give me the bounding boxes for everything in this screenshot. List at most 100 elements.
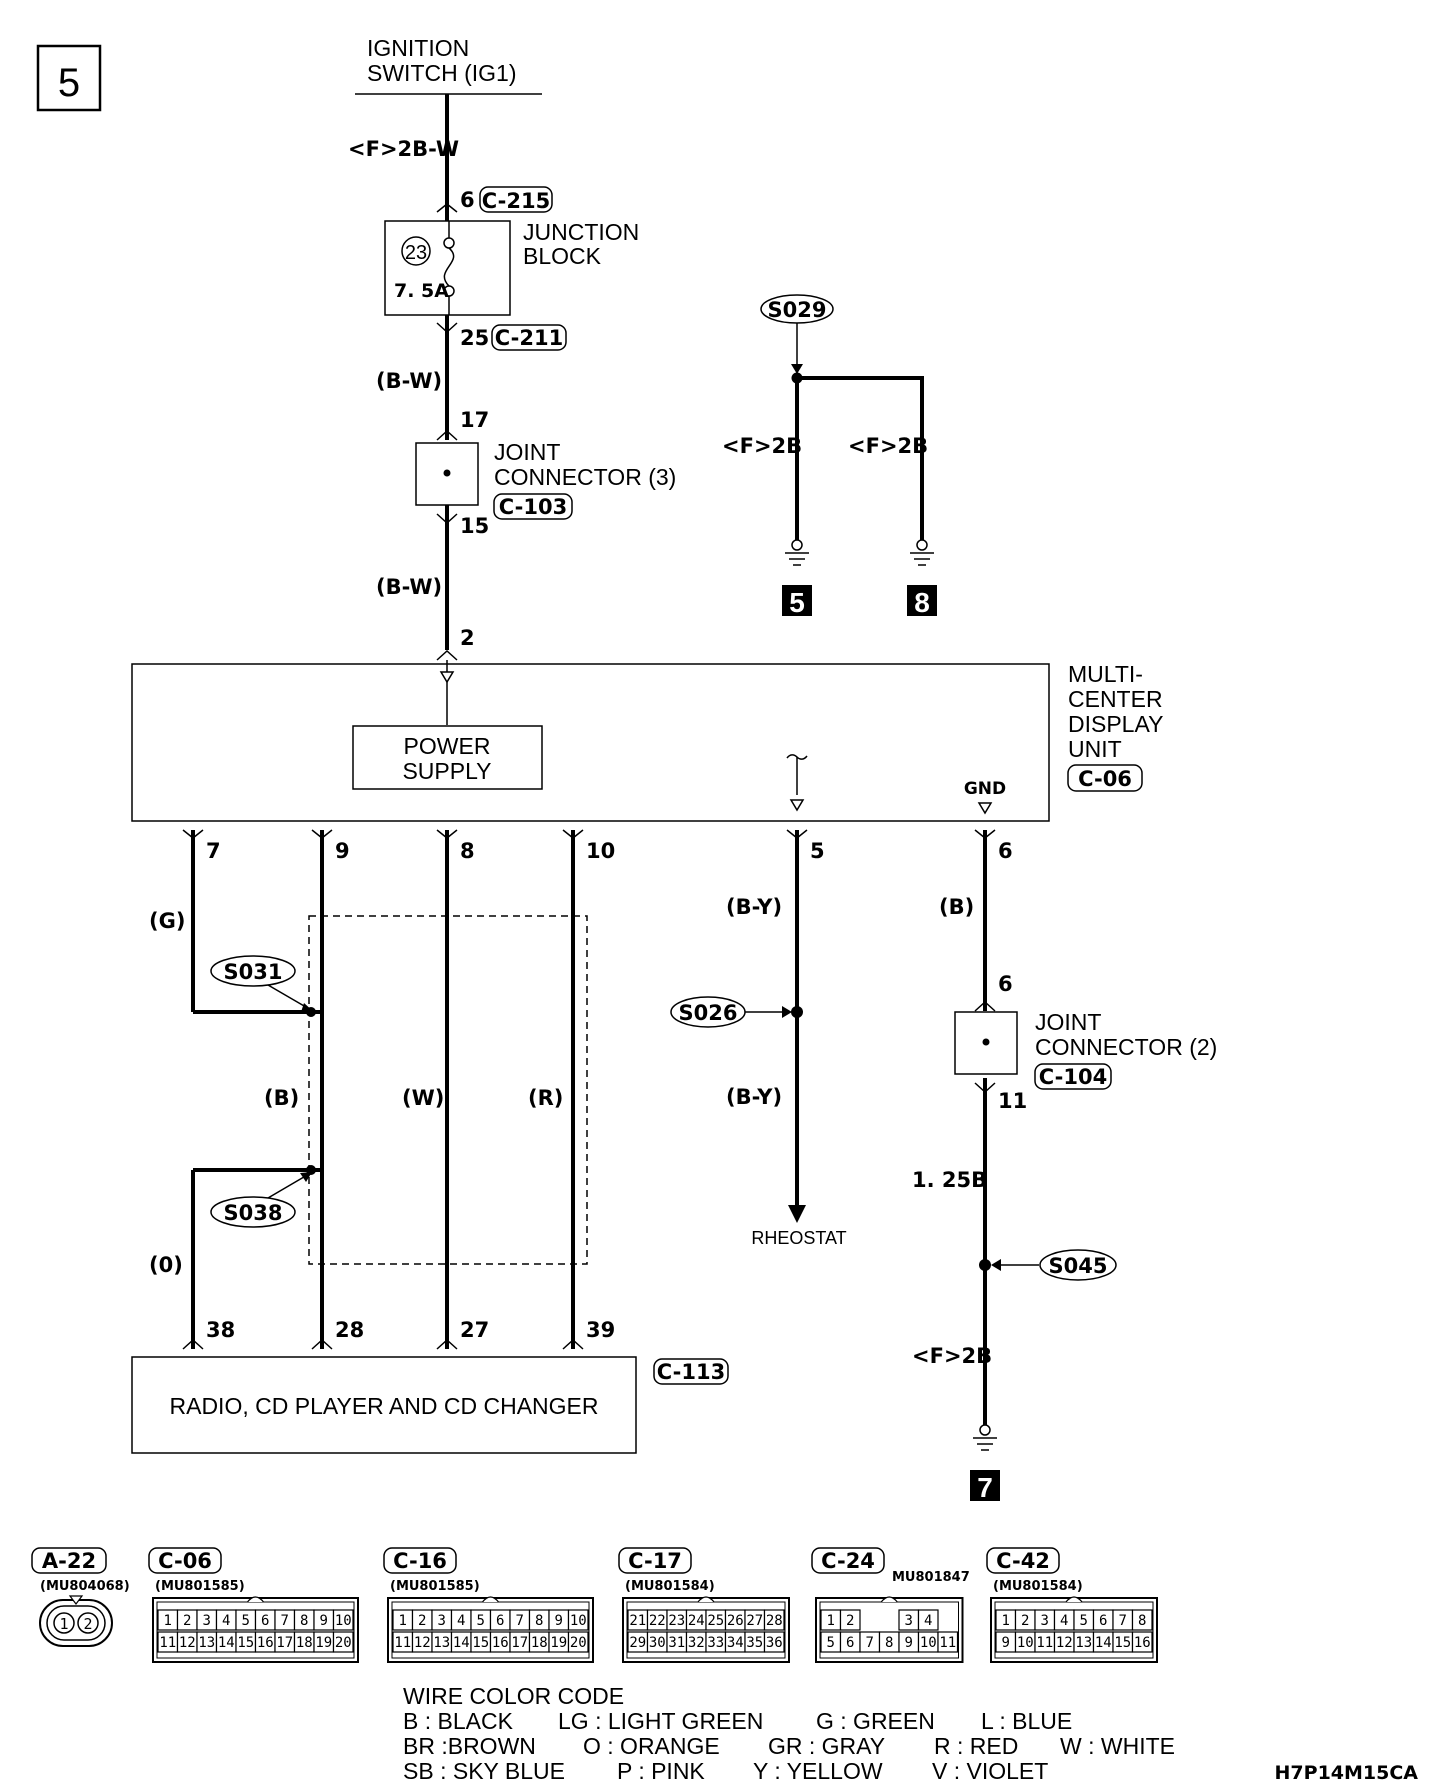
- connector-pin-label: 36: [766, 1635, 783, 1651]
- connector-pin: [937, 1631, 959, 1653]
- mcdu-label-1: MULTI-: [1068, 661, 1143, 687]
- connector-pin-label: 14: [218, 1635, 235, 1651]
- connector-pin-label: 21: [629, 1613, 646, 1629]
- diagram-code: H7P14M15CA: [1275, 1762, 1419, 1784]
- connector-pin-label: 11: [394, 1635, 411, 1651]
- jc3-top-pin: 17: [460, 408, 489, 432]
- ground-8-label: 8: [914, 587, 930, 618]
- connector-pin-label: 14: [1095, 1635, 1112, 1651]
- connector-pin-label: 2: [846, 1613, 854, 1629]
- fuse-element-icon: [443, 247, 455, 287]
- mcdu-label-3: DISPLAY: [1068, 711, 1163, 737]
- connector-part: (MU801584): [993, 1579, 1083, 1594]
- jc2-label-2: CONNECTOR (2): [1035, 1034, 1217, 1060]
- connector-pin: [567, 1609, 589, 1631]
- power-supply-label-1: POWER: [404, 733, 491, 759]
- connector-pin-label: 2: [83, 1615, 92, 1633]
- connector-pin-label: 25: [707, 1613, 724, 1629]
- jc2-bottom-pin: 11: [998, 1089, 1027, 1113]
- color-code-g: G : GREEN: [816, 1708, 935, 1734]
- mcdu-box: [131, 663, 1050, 822]
- conn-c215: C-215: [482, 189, 550, 213]
- connector-pin-label: 7: [516, 1613, 524, 1629]
- connector-pin-label: 23: [668, 1613, 685, 1629]
- fuse-rating: 7. 5A: [394, 280, 449, 302]
- connector-pin-label: 18: [296, 1635, 313, 1651]
- connector-pin-label: 10: [570, 1613, 587, 1629]
- ground-5-label: 5: [789, 587, 805, 618]
- splice-s045-tag: [1039, 1249, 1117, 1281]
- splice-s029: S029: [768, 298, 827, 322]
- connector-pin-label: 1: [164, 1613, 172, 1629]
- connector-pin: [332, 1631, 354, 1653]
- radio-label: RADIO, CD PLAYER AND CD CHANGER: [170, 1393, 599, 1419]
- splice-s038: S038: [224, 1201, 283, 1225]
- page-number-box: [36, 44, 102, 112]
- ground-5-box: [782, 585, 812, 616]
- connector-pin-label: 34: [727, 1635, 744, 1651]
- jc3-label-1: JOINT: [494, 439, 560, 465]
- ground-8-box: [907, 585, 937, 616]
- connector-pin-label: 1: [827, 1613, 835, 1629]
- radio-pin-39: 39: [586, 1318, 615, 1342]
- connector-pin: [763, 1631, 785, 1653]
- connector-pin-label: 28: [766, 1613, 783, 1629]
- gnd-arrow: [977, 802, 993, 815]
- conn-c104: C-104: [1039, 1065, 1107, 1089]
- conn-tag-c103: [493, 493, 573, 520]
- wire-label-bw-1: (B-W): [376, 369, 442, 393]
- connector-pin-label: 6: [846, 1635, 854, 1651]
- ignition-label-1: IGNITION: [367, 35, 469, 61]
- connector-pin-label: 10: [335, 1613, 352, 1629]
- jb-label-1: JUNCTION: [523, 219, 639, 245]
- connector-pin-label: 8: [885, 1635, 893, 1651]
- splice-point-s045: [979, 1259, 991, 1271]
- variable-resistor-icon: [786, 754, 808, 812]
- connector-pin-label: 22: [649, 1613, 666, 1629]
- connector-pin-label: 4: [222, 1613, 230, 1629]
- connector-pin: [77, 1612, 99, 1634]
- fuse-number: 23: [405, 242, 427, 264]
- connector-pin: [763, 1609, 785, 1631]
- connector-pin-label: 1: [399, 1613, 407, 1629]
- connector-pin-label: 14: [453, 1635, 470, 1651]
- connector-pin: [839, 1609, 861, 1631]
- fuse-number-circle: [401, 236, 431, 266]
- connector-pin-label: 16: [1134, 1635, 1151, 1651]
- connector-mark: [436, 322, 458, 334]
- jb-label-2: BLOCK: [523, 243, 602, 269]
- wire-label-b-gnd: (B): [939, 895, 974, 919]
- connector-pin-label: 20: [570, 1635, 587, 1651]
- wire-label-w: (W): [402, 1086, 444, 1110]
- pointer-arrow: [300, 1172, 312, 1182]
- pointer-arrow: [991, 1259, 1001, 1271]
- splice-point-s031: [306, 1007, 316, 1017]
- input-arrow: [439, 671, 455, 684]
- radio-box: [131, 1356, 637, 1454]
- connector-mark: [974, 1000, 996, 1012]
- connector-pin-label: 5: [477, 1613, 485, 1629]
- connector-mark: [436, 649, 458, 661]
- connector-pin-label: 27: [746, 1613, 763, 1629]
- ground-7-box: [970, 1470, 1000, 1501]
- color-code-lg: LG : LIGHT GREEN: [558, 1708, 763, 1734]
- splice-s031: S031: [224, 960, 283, 984]
- connector-pin-label: 1: [59, 1615, 68, 1633]
- mcdu-pin-7: 7: [206, 839, 221, 863]
- connector-pin-label: 3: [905, 1613, 913, 1629]
- connector-pin-label: 11: [939, 1635, 956, 1651]
- connector-pin-label: 6: [261, 1613, 269, 1629]
- connector-pin-label: 17: [276, 1635, 293, 1651]
- wire-label-f2b-g5: <F>2B: [722, 434, 802, 458]
- connector-pin-label: 13: [433, 1635, 450, 1651]
- connector-name: C-16: [393, 1549, 447, 1573]
- connector-pin-label: 13: [1075, 1635, 1092, 1651]
- joint-point: [443, 469, 451, 477]
- connector-pin-label: 4: [924, 1613, 932, 1629]
- connector-pin: [53, 1612, 75, 1634]
- connector-pin-label: 9: [320, 1613, 328, 1629]
- connector-pin-label: 9: [555, 1613, 563, 1629]
